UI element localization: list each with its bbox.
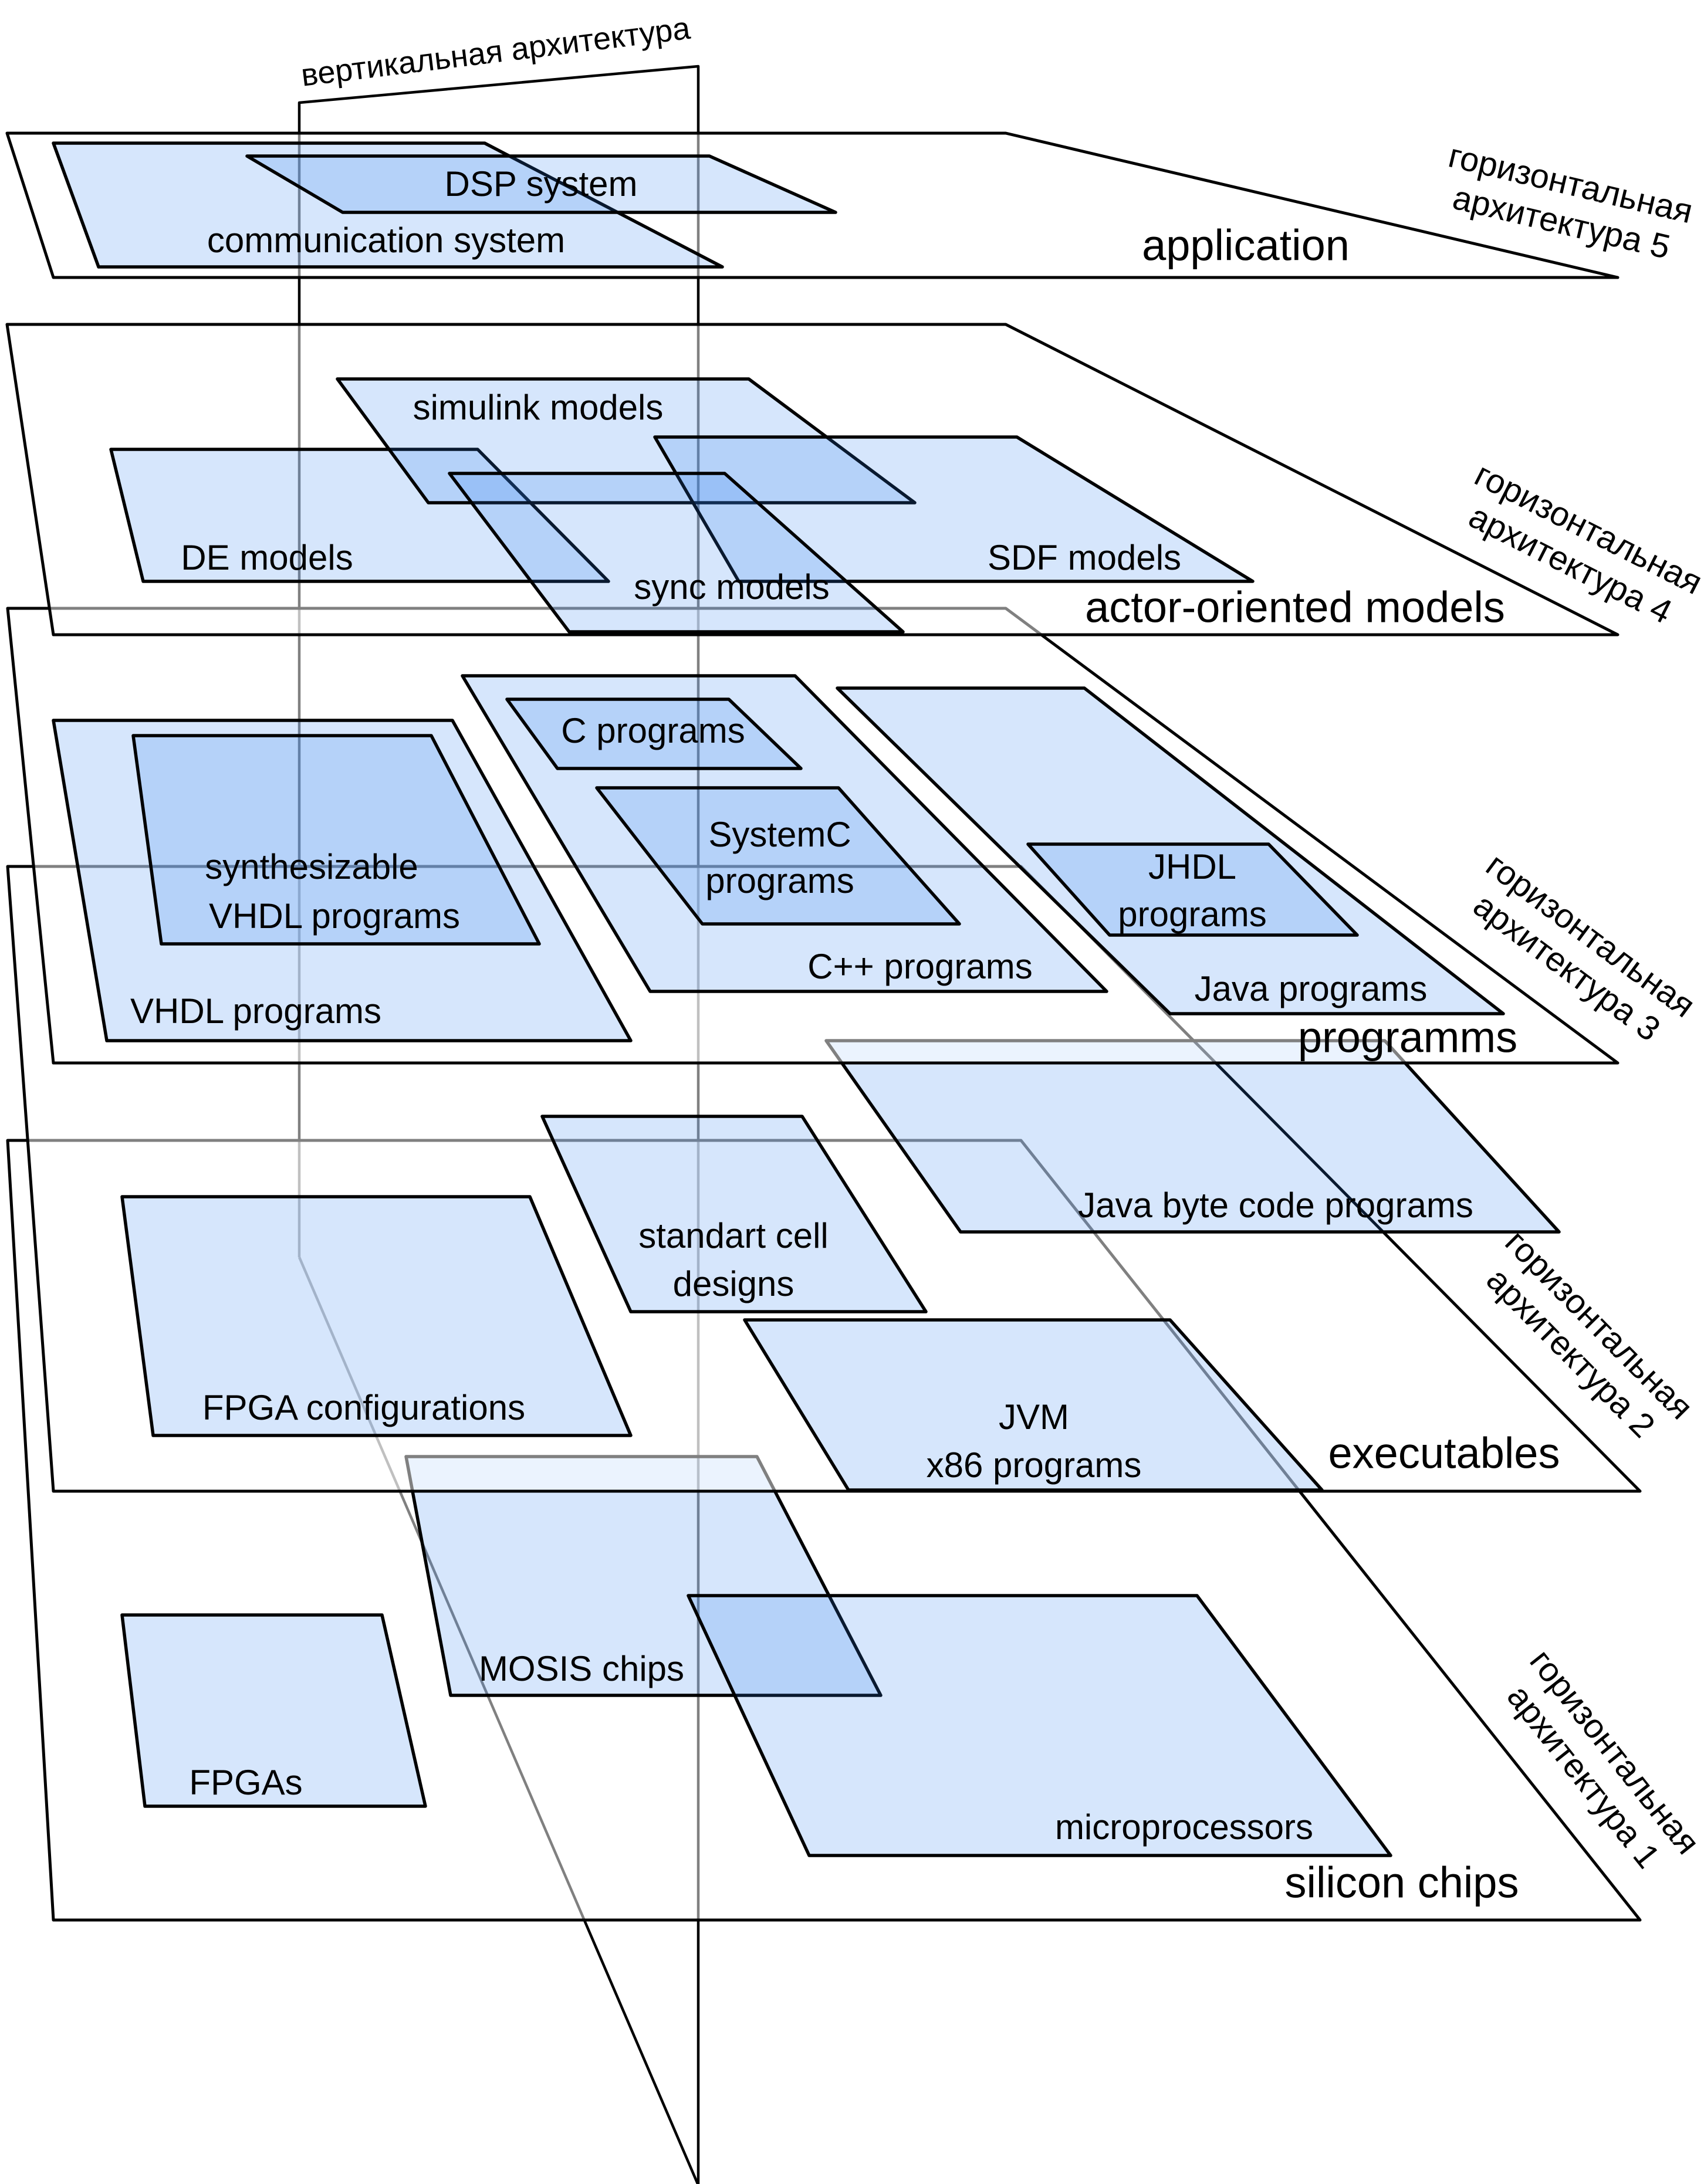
- panel-label: x86 programs: [927, 1445, 1142, 1485]
- panel-label: SystemC: [708, 815, 851, 854]
- panel-label: VHDL programs: [130, 991, 381, 1031]
- panel-vhdl-programs: VHDL programs: [52, 719, 633, 1042]
- panel-label: communication system: [207, 221, 565, 260]
- panel-fpga-configurations: FPGA configurations: [120, 1195, 633, 1437]
- panel-shape: [505, 697, 803, 770]
- panel-standart-cell-designs: standart cell designs: [540, 1115, 928, 1313]
- panel-shape: [120, 1195, 633, 1437]
- panel-shape: [461, 674, 1108, 993]
- panel-c-programs: C++ programs: [461, 674, 1108, 993]
- panel-label: C++ programs: [807, 947, 1033, 986]
- panel-label: simulink models: [413, 388, 664, 427]
- layer-application: communication system DSP system applicatio…: [5, 131, 1696, 279]
- panel-label: VHDL programs: [209, 896, 460, 936]
- panel-label: FPGA configurations: [202, 1388, 525, 1427]
- panel-microprocessors: microprocessors: [687, 1594, 1392, 1857]
- panel-de-models: DE models: [109, 448, 610, 583]
- layer-title: actor-oriented models: [1085, 583, 1505, 632]
- panel-label: sync models: [634, 567, 829, 607]
- panel-label: designs: [673, 1264, 794, 1303]
- panel-shape: [1026, 842, 1359, 937]
- layer-title: programms: [1298, 1013, 1517, 1062]
- panel-label: programs: [1118, 895, 1266, 934]
- panel-label: SDF models: [988, 538, 1181, 577]
- layer-title: application: [1142, 221, 1350, 270]
- panel-label: JVM: [999, 1397, 1069, 1437]
- panel-shape: [836, 686, 1505, 1015]
- panel-label: DE models: [181, 538, 353, 577]
- panel-shape: [52, 719, 633, 1042]
- panel-shape: [52, 141, 724, 269]
- panel-jvm-x86-programs: JVM x86 programs: [743, 1318, 1324, 1492]
- panel-label: microprocessors: [1055, 1807, 1313, 1847]
- panel-shape: [245, 154, 837, 214]
- panel-label: JHDL: [1148, 847, 1236, 886]
- panel-shape: [687, 1594, 1392, 1857]
- panel-shape: [743, 1318, 1324, 1492]
- panel-dsp-system: DSP system: [245, 154, 837, 214]
- panel-systemc-programs: SystemC programs: [595, 786, 961, 926]
- panel-shape: [120, 1613, 427, 1808]
- panel-label: FPGAs: [189, 1763, 302, 1802]
- layer-title: executables: [1328, 1429, 1560, 1478]
- panel-java-programs: Java programs: [836, 686, 1505, 1015]
- panel-label: Java programs: [1195, 969, 1428, 1008]
- panel-mosis-chips: MOSIS chips: [404, 1455, 883, 1697]
- layer-title: silicon chips: [1285, 1858, 1519, 1907]
- panel-shape: [109, 448, 610, 583]
- panel-shape: [595, 786, 961, 926]
- panel-fpgas: FPGAs: [120, 1613, 427, 1808]
- panel-label: MOSIS chips: [479, 1649, 684, 1688]
- panel-label: programs: [705, 861, 854, 900]
- panel-communication-system: communication system: [52, 141, 724, 269]
- panel-label: DSP system: [445, 164, 638, 204]
- panel-jhdl-programs: JHDL programs: [1026, 842, 1359, 937]
- panel-label: Java byte code programs: [1078, 1186, 1473, 1225]
- vertical-architecture-label: вертикальная архитектура: [299, 11, 693, 93]
- layer-plane: [5, 131, 1620, 279]
- panel-sync-models: sync models: [448, 472, 905, 634]
- panel-shape: [131, 734, 541, 946]
- panel-label: standart cell: [638, 1216, 829, 1255]
- panel-shape: [448, 472, 905, 634]
- panel-label: C programs: [561, 711, 745, 750]
- panel-label: synthesizable: [205, 847, 418, 886]
- panel-c-programs: C programs: [505, 697, 803, 770]
- panel-shape: [540, 1115, 928, 1313]
